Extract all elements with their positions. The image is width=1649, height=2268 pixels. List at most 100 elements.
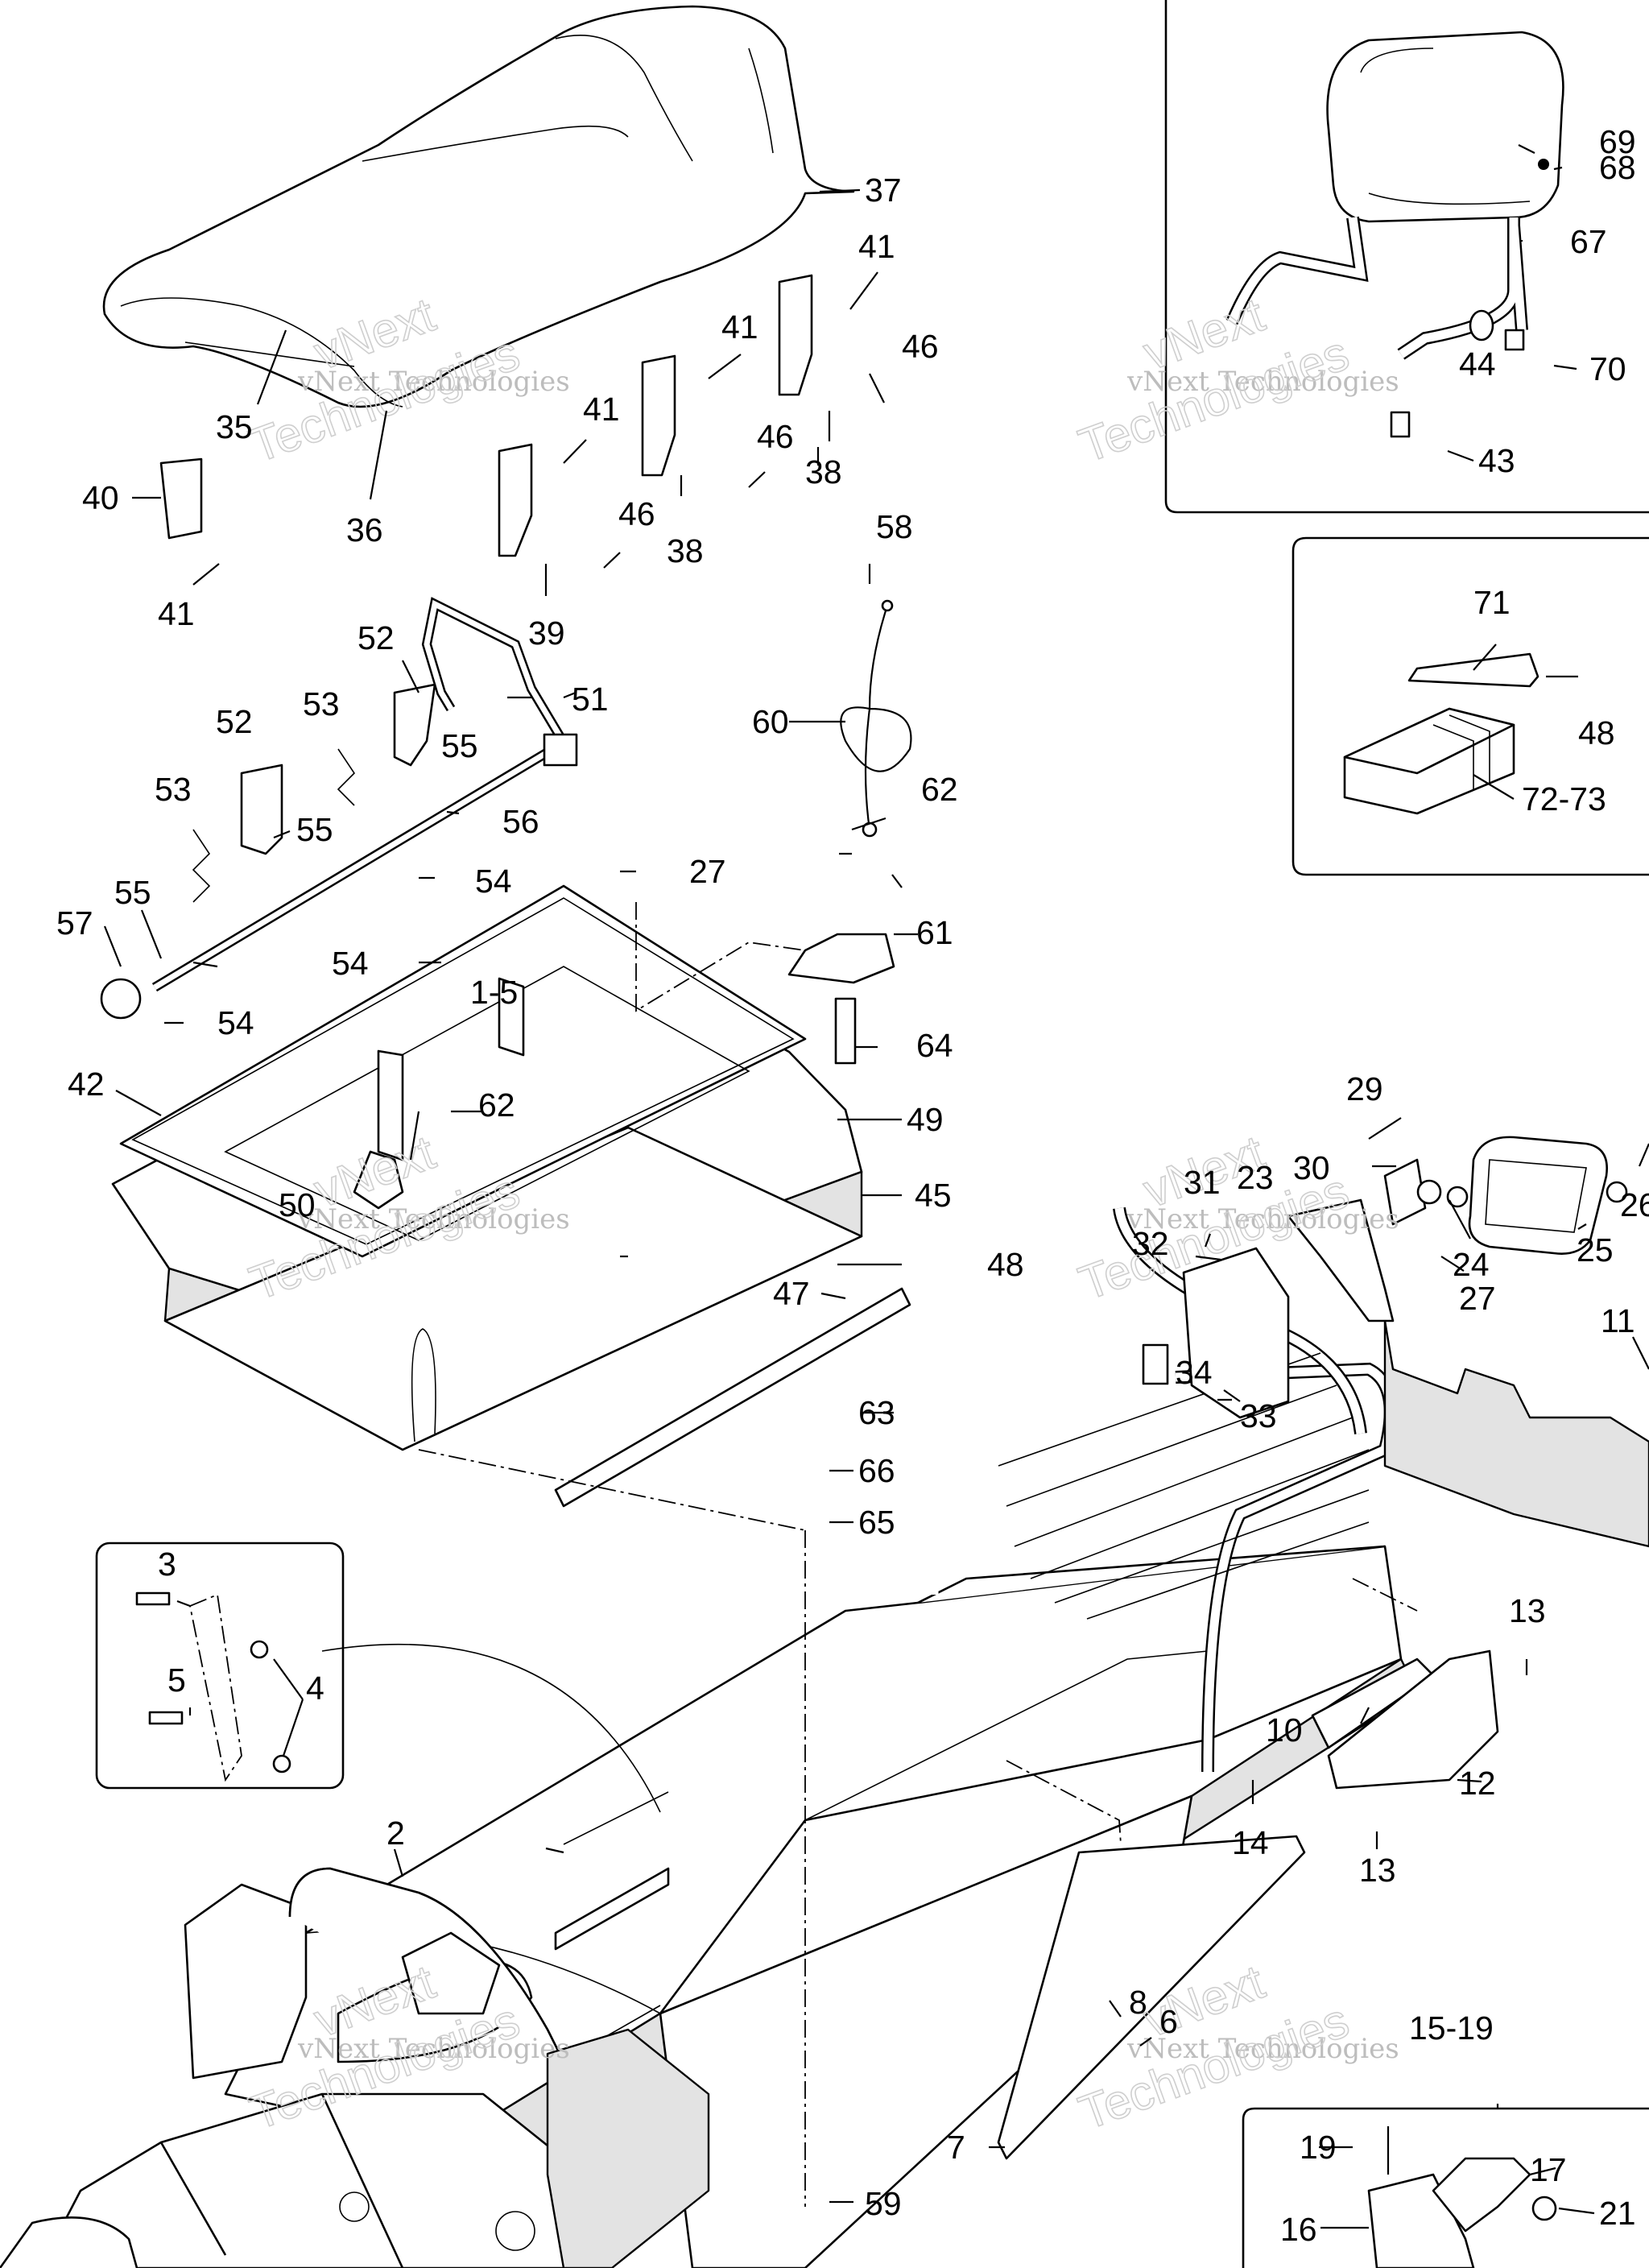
callout-61: 61 [916,914,953,951]
seat-hinge-brackets [159,274,813,557]
callout-38-left: 38 [667,532,704,569]
watermark-text: vNext Technologies [297,2033,570,2065]
callout-2: 2 [386,1815,405,1852]
callout-6: 6 [1159,2003,1178,2040]
callout-5: 5 [167,1662,186,1699]
callout-7: 7 [947,2129,965,2166]
watermark-text: vNext Technologies [1126,1203,1399,1235]
callout-68: 68 [1599,149,1636,186]
callout-60: 60 [752,703,789,740]
callout-53-b: 53 [155,771,192,808]
callout-64: 64 [916,1027,953,1064]
callout-13-upper: 13 [1509,1592,1546,1629]
callout-49: 49 [907,1101,944,1138]
inset-bag-box [1292,536,1649,876]
callout-52-b: 52 [216,703,253,740]
callout-40: 40 [82,479,119,516]
callout-33: 33 [1240,1397,1277,1434]
callout-54-a: 54 [475,863,512,900]
callout-63: 63 [858,1394,895,1431]
callout-16: 16 [1280,2211,1317,2248]
callout-15-19: 15-19 [1409,2009,1494,2047]
callout-27-lower: 27 [1459,1280,1496,1317]
rear-rack [929,1203,1397,1773]
callout-44: 44 [1459,346,1496,383]
watermark-text: vNext Technologies [1126,366,1399,398]
callout-69: 69 [1599,123,1636,160]
callout-25: 25 [1577,1231,1614,1269]
callout-24: 24 [1453,1246,1490,1283]
callout-41-d: 41 [158,595,195,632]
callout-29: 29 [1346,1070,1383,1107]
leader-lines [103,144,1649,2229]
callout-36: 36 [346,511,383,548]
callout-41-a: 41 [858,228,895,265]
callout-23: 23 [1237,1159,1274,1196]
callout-55-c: 55 [114,874,151,911]
callout-34: 34 [1176,1354,1213,1391]
callout-70: 70 [1589,350,1626,387]
callout-4: 4 [306,1670,324,1707]
callout-53-a: 53 [303,685,340,722]
callout-26: 26 [1620,1186,1649,1223]
callout-41-b: 41 [721,308,758,346]
callout-13-lower: 13 [1359,1852,1396,1889]
inset-bracket-box [1242,2107,1649,2268]
bolt-inset-parts [135,1591,291,1782]
watermark-text: vNext Technologies [1126,2033,1399,2065]
callout-59: 59 [865,2185,902,2222]
callout-30: 30 [1293,1149,1330,1186]
callout-31: 31 [1184,1164,1221,1201]
callout-41-c: 41 [583,391,620,428]
callout-43: 43 [1478,442,1515,479]
taillight [1287,1136,1628,1322]
callout-45: 45 [915,1177,952,1214]
callout-12: 12 [1459,1765,1496,1802]
callout-19: 19 [1300,2129,1337,2166]
seat [102,5,855,408]
inset-bolt-box [95,1542,345,1790]
callout-67: 67 [1570,223,1607,260]
callout-17: 17 [1530,2151,1567,2188]
callout-48-bag: 48 [1578,714,1615,751]
callout-51: 51 [572,681,609,718]
callout-21: 21 [1599,2195,1636,2232]
plate-61 [787,933,895,1065]
callout-57: 57 [56,904,93,942]
callout-62-b: 62 [478,1086,515,1124]
callout-55-a: 55 [441,727,478,764]
callout-10: 10 [1266,1711,1303,1749]
callout-50: 50 [279,1186,316,1223]
callout-37: 37 [865,172,902,209]
storage-bag [1343,652,1539,815]
latch-assembly [100,597,578,1020]
callout-54-b: 54 [332,945,369,982]
callout-14: 14 [1232,1824,1269,1861]
snow-flap [1383,1319,1649,1548]
inset-backrest-box [1164,0,1649,514]
callout-65: 65 [858,1504,895,1541]
watermark-text: vNext Technologies [297,1203,570,1235]
callout-3: 3 [158,1546,176,1583]
storage-box [111,884,863,1451]
callout-47: 47 [773,1275,810,1312]
callout-32: 32 [1132,1225,1169,1262]
backrest [1225,31,1564,438]
callout-46-b: 46 [757,418,794,455]
callout-42: 42 [68,1066,105,1103]
callout-55-b: 55 [296,811,333,848]
side-rails-10-12 [1311,1649,1499,1790]
front-frame [0,1867,710,2268]
callout-66: 66 [858,1452,895,1489]
reference-lines [418,902,1418,2207]
callout-38-right: 38 [805,453,842,490]
callout-56: 56 [502,803,539,840]
callout-labels: 1-5 2 3 4 5 6 7 8 10 11 12 13 13 14 15-1… [56,123,1649,2248]
callout-39: 39 [528,615,565,652]
callout-27-upper: 27 [689,853,726,890]
callout-52-a: 52 [357,619,395,656]
callout-62-a: 62 [921,771,958,808]
callout-54-c: 54 [217,1004,254,1041]
bracket-inset-parts [1367,2126,1557,2268]
